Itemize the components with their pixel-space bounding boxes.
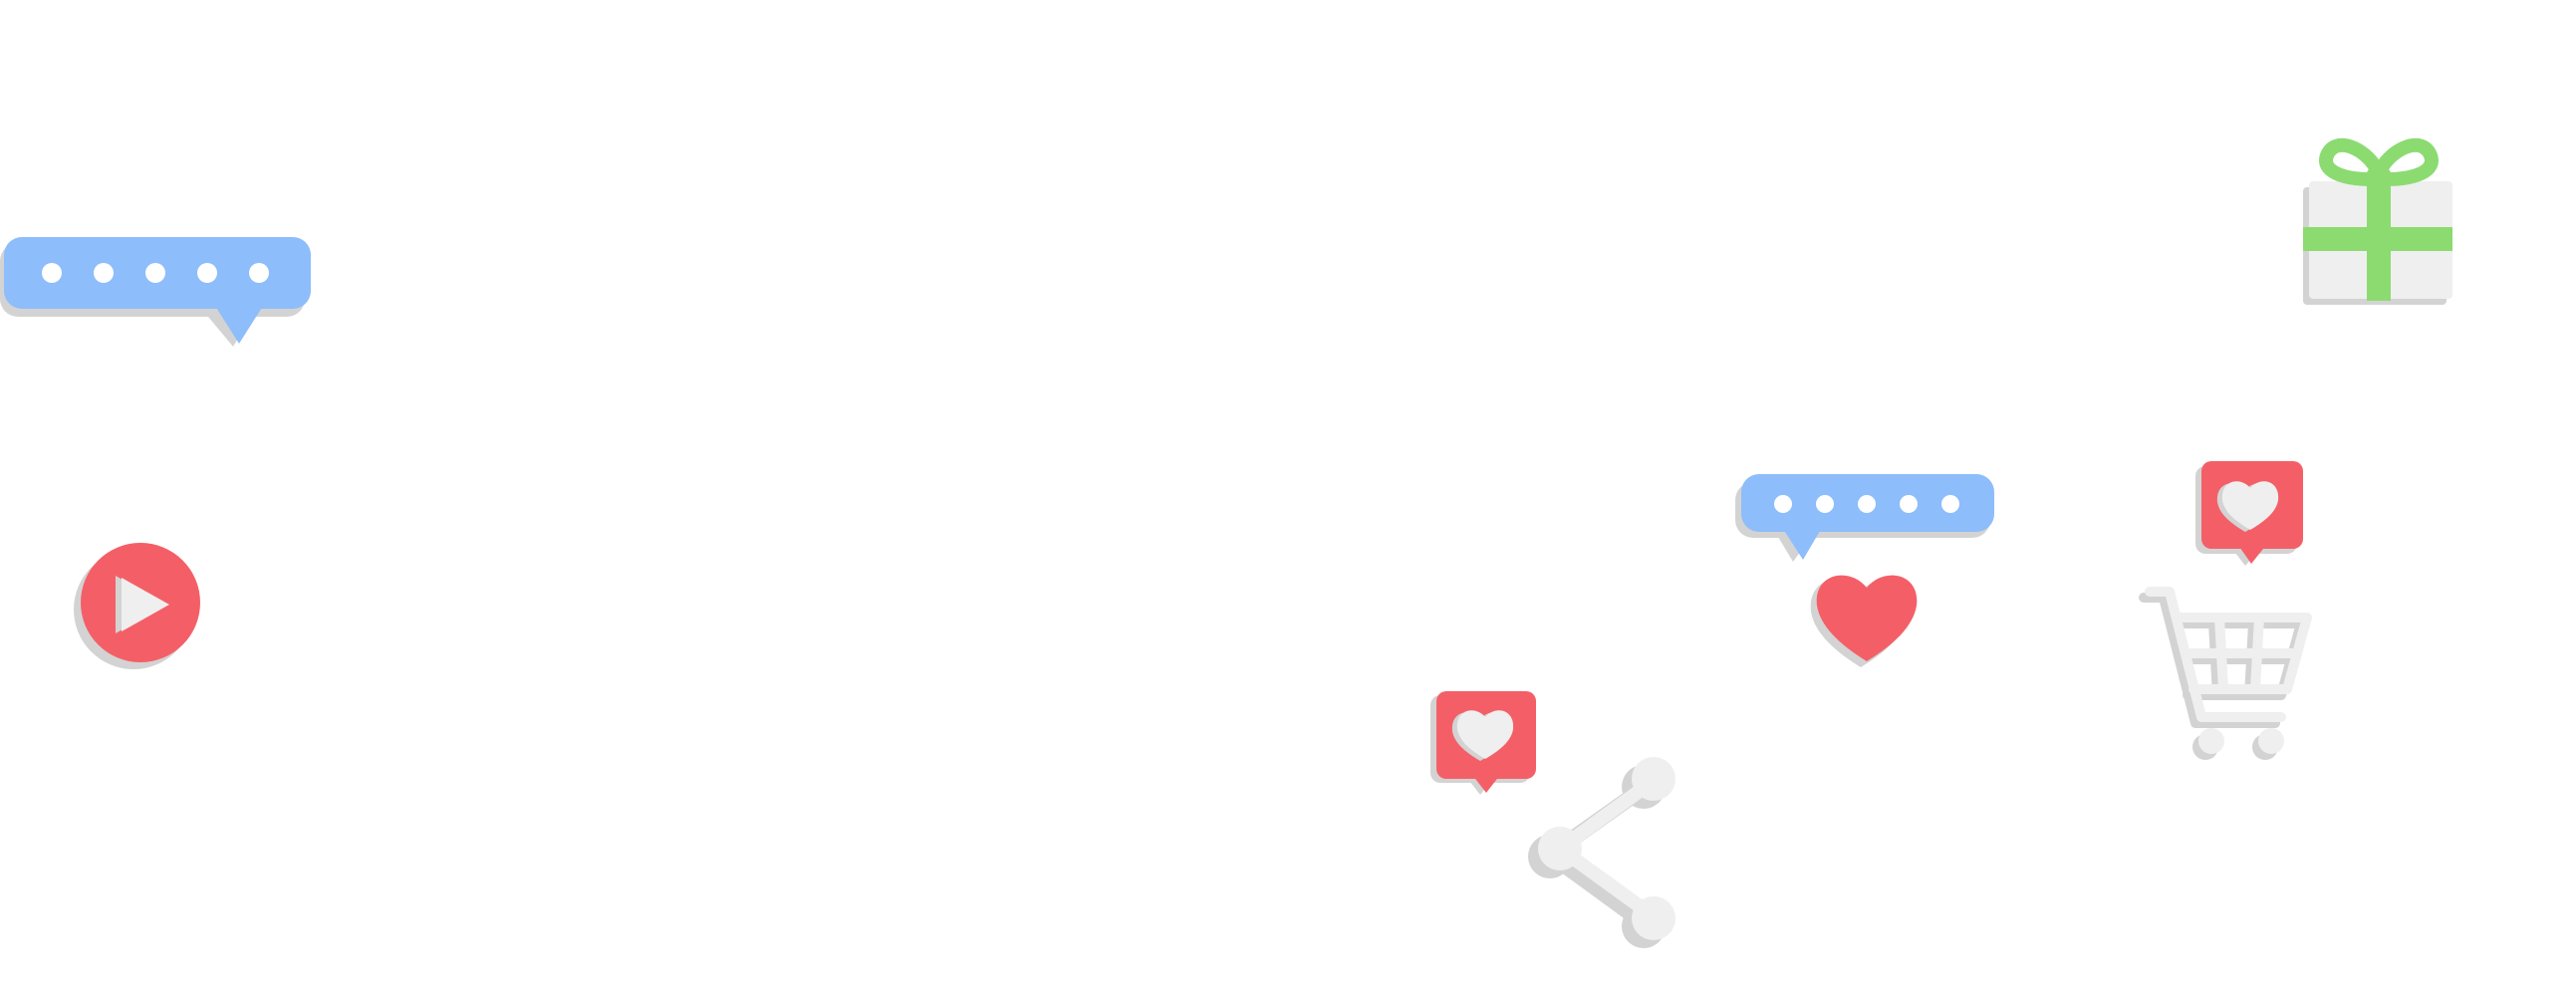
gift-box-icon <box>2303 137 2452 305</box>
like-notification-right-icon <box>2195 461 2303 566</box>
typing-chat-bubble-small-icon <box>1735 474 1994 562</box>
typing-chat-bubble-icon <box>0 237 311 347</box>
shopping-cart-icon <box>2139 587 2312 760</box>
play-button-icon <box>74 543 200 669</box>
like-notification-icon <box>1430 691 1536 795</box>
heart-icon <box>1810 575 1918 667</box>
share-icon <box>1528 757 1675 948</box>
